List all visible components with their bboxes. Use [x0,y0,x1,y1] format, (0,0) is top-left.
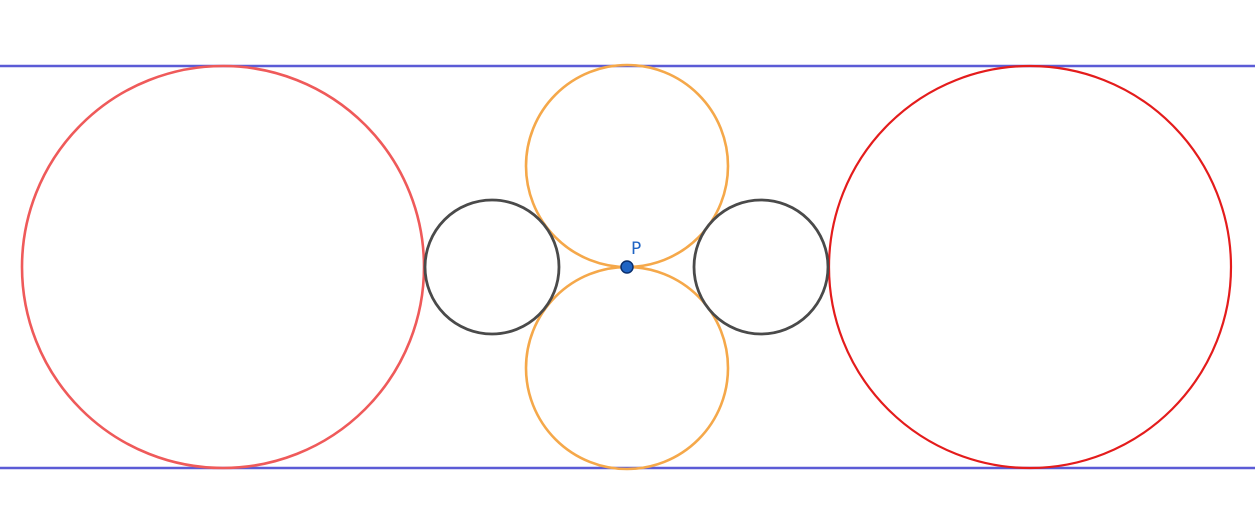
right-gray-circle [692,198,830,336]
point-p-label: P [631,239,641,259]
top-orange-circle [524,63,730,269]
point-p[interactable] [620,260,634,274]
left-large-circle [20,64,426,470]
bottom-orange-circle [524,265,730,471]
right-large-circle [827,64,1233,470]
left-gray-circle [423,198,561,336]
